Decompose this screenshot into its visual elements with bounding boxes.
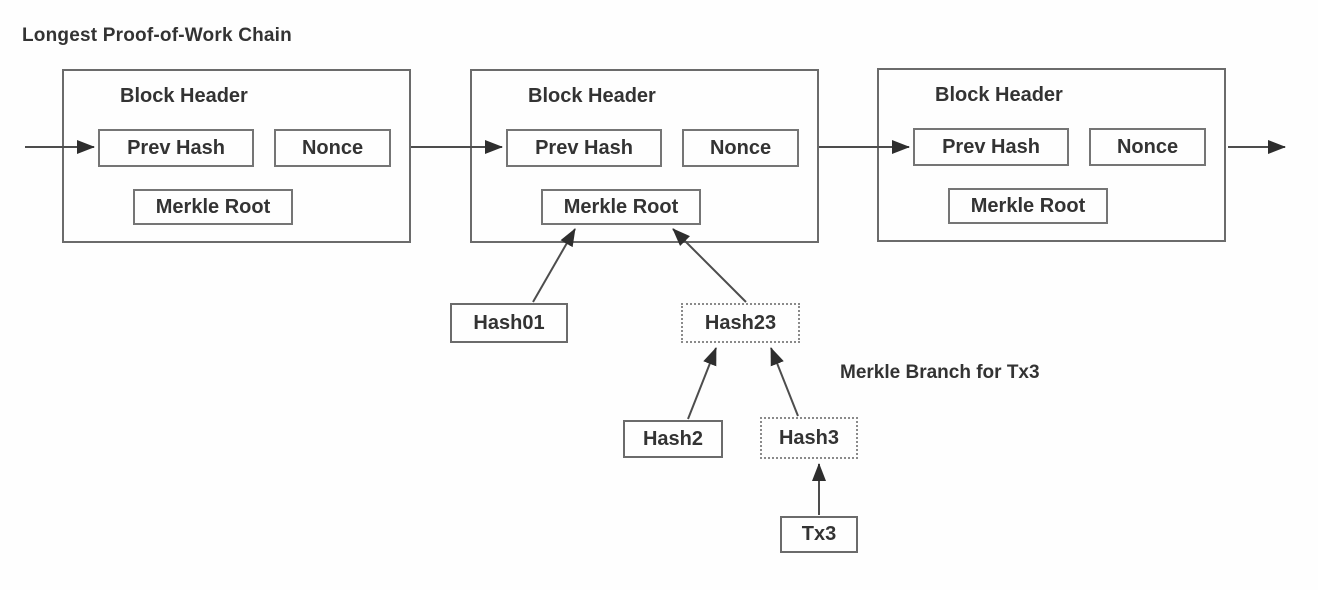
merkle-branch-label: Merkle Branch for Tx3 xyxy=(840,362,1040,383)
block-2-nonce-box: Nonce xyxy=(682,129,799,167)
block-3-nonce-box: Nonce xyxy=(1089,128,1206,166)
hash2-box: Hash2 xyxy=(623,420,723,458)
block-2-merkle-root-box: Merkle Root xyxy=(541,189,701,225)
hash01-box: Hash01 xyxy=(450,303,568,343)
block-2: Block Header Prev Hash Nonce Merkle Root xyxy=(470,69,819,243)
block-1: Block Header Prev Hash Nonce Merkle Root xyxy=(62,69,411,243)
block-2-header-label: Block Header xyxy=(528,85,656,107)
hash3-box: Hash3 xyxy=(760,417,858,459)
arrow-hash2-hash23 xyxy=(687,347,717,420)
hash23-box: Hash23 xyxy=(681,303,800,343)
block-3: Block Header Prev Hash Nonce Merkle Root xyxy=(877,68,1226,242)
block-1-header-label: Block Header xyxy=(120,85,248,107)
tx3-box: Tx3 xyxy=(780,516,858,553)
block-2-prev-hash-box: Prev Hash xyxy=(506,129,662,167)
block-1-nonce-box: Nonce xyxy=(274,129,391,167)
arrow-hash3-hash23 xyxy=(770,347,799,417)
block-1-merkle-root-box: Merkle Root xyxy=(133,189,293,225)
block-1-prev-hash-box: Prev Hash xyxy=(98,129,254,167)
block-3-merkle-root-box: Merkle Root xyxy=(948,188,1108,224)
diagram-title: Longest Proof-of-Work Chain xyxy=(22,25,292,46)
block-3-header-label: Block Header xyxy=(935,84,1063,106)
block-3-prev-hash-box: Prev Hash xyxy=(913,128,1069,166)
